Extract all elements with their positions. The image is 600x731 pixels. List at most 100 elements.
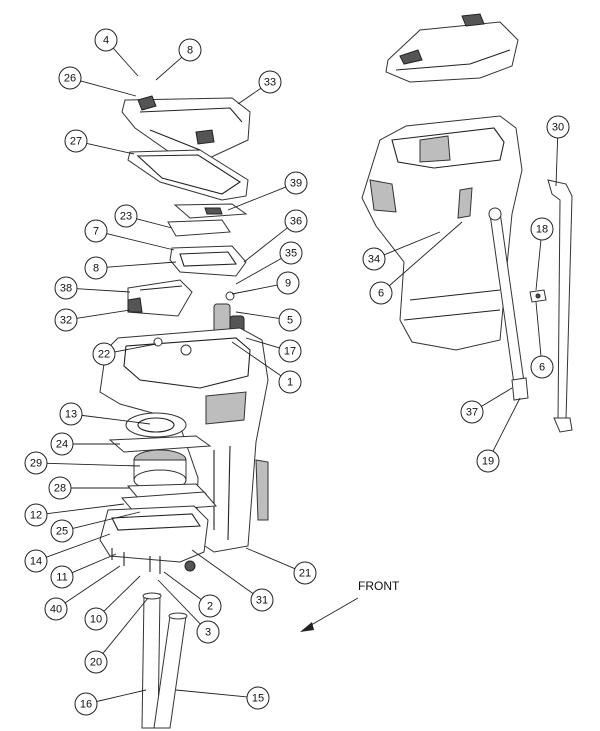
callout-circle-13: [59, 402, 83, 426]
leader-line-38: [76, 288, 131, 293]
callout-label-9a: 9: [285, 278, 291, 290]
callout-circle-4: [94, 28, 118, 52]
callout-label-24: 24: [56, 439, 68, 451]
leader-line-9a: [231, 284, 278, 295]
callout-label-27: 27: [70, 136, 82, 148]
leader-line-19: [492, 397, 521, 452]
callout-circle-16: [74, 692, 98, 716]
callout-label-40: 40: [50, 604, 62, 616]
leader-line-8a: [155, 56, 183, 81]
wand-tubes: [141, 592, 188, 729]
leader-line-18: [535, 239, 542, 291]
callout-label-11: 11: [56, 572, 67, 584]
clip-part: [529, 289, 547, 303]
callout-label-13: 13: [65, 409, 77, 421]
hose-part: [488, 207, 529, 401]
leader-line-7: [106, 233, 175, 251]
leader-line-12: [46, 503, 125, 515]
callout-circle-17: [278, 339, 302, 363]
leader-line-14: [46, 533, 111, 558]
callout-circle-35: [279, 241, 303, 265]
callout-circle-18: [530, 217, 554, 241]
leader-line-21: [245, 547, 296, 570]
leader-line-35: [235, 258, 282, 285]
callout-label-31: 31: [256, 595, 268, 607]
front-label: FRONT: [358, 579, 400, 593]
callout-circle-26: [58, 66, 82, 90]
callout-label-25: 25: [56, 526, 68, 538]
callout-label-10: 10: [90, 614, 102, 626]
leader-line-10: [103, 575, 141, 612]
callout-label-19: 19: [482, 456, 494, 468]
callout-label-4: 4: [103, 35, 109, 47]
callout-circle-30: [546, 115, 570, 139]
callout-circle-33: [258, 70, 282, 94]
callout-circle-24: [50, 432, 74, 456]
leader-line-22: [114, 343, 157, 353]
leader-line-11: [71, 553, 117, 574]
callout-circle-36: [284, 209, 308, 233]
leader-line-30: [555, 137, 559, 187]
leader-line-2: [163, 571, 202, 600]
callout-circle-32: [54, 308, 78, 332]
callout-label-1: 1: [287, 377, 293, 389]
leader-line-17: [245, 337, 280, 349]
leader-line-1: [231, 341, 282, 377]
leader-line-20: [102, 597, 149, 654]
callout-circle-27: [64, 129, 88, 153]
leader-line-16: [96, 689, 147, 702]
callout-label-36: 36: [290, 216, 302, 228]
leader-line-5: [235, 311, 280, 319]
leader-line-37: [481, 387, 513, 407]
callout-label-35: 35: [285, 248, 297, 260]
callout-circle-25: [50, 519, 74, 543]
lid-part: [121, 95, 251, 161]
callout-label-7: 7: [93, 226, 99, 238]
leader-line-23: [136, 218, 173, 229]
leader-line-31: [191, 549, 254, 594]
callout-circle-40: [44, 597, 68, 621]
leader-line-32: [76, 309, 131, 319]
callout-circle-5: [278, 308, 302, 332]
leader-line-3: [157, 579, 201, 625]
callout-circle-29: [24, 451, 48, 475]
callout-label-38: 38: [60, 283, 72, 295]
callout-circle-15: [246, 686, 270, 710]
callout-label-6b: 6: [539, 362, 545, 374]
base-tray-part: [99, 505, 209, 574]
callout-circle-28: [48, 476, 72, 500]
callout-label-3: 3: [205, 627, 211, 639]
leader-line-4: [112, 47, 139, 77]
leader-line-25: [72, 511, 141, 529]
screen-parts: [127, 279, 193, 317]
callout-label-23: 23: [120, 211, 132, 223]
callout-label-39: 39: [290, 178, 302, 190]
leader-line-27: [86, 142, 135, 155]
callout-label-21: 21: [299, 568, 311, 580]
callout-label-15: 15: [252, 693, 264, 705]
leader-line-34: [384, 231, 441, 256]
assembled-lid-part: [385, 13, 519, 83]
leader-line-15: [175, 689, 248, 698]
wand-extension-part: [547, 179, 573, 433]
callout-circle-19: [476, 449, 500, 473]
callout-circle-23: [114, 204, 138, 228]
callout-label-12: 12: [30, 510, 42, 522]
assembled-body-part: [361, 115, 523, 351]
callout-circle-10: [84, 607, 108, 631]
callout-label-37: 37: [466, 407, 478, 419]
callout-label-6a: 6: [378, 288, 384, 300]
callout-circle-3: [196, 620, 220, 644]
callout-label-29: 29: [30, 458, 42, 470]
leader-line-26: [80, 80, 137, 97]
callout-circle-12: [24, 503, 48, 527]
callout-label-16: 16: [80, 699, 92, 711]
callout-label-8a: 8: [187, 45, 193, 57]
leader-line-6b: [535, 301, 542, 357]
callout-circle-20: [84, 650, 108, 674]
leader-line-33: [237, 87, 262, 105]
motor-assembly-part: [108, 412, 218, 513]
leader-line-36: [243, 227, 288, 263]
callout-circle-38: [54, 276, 78, 300]
